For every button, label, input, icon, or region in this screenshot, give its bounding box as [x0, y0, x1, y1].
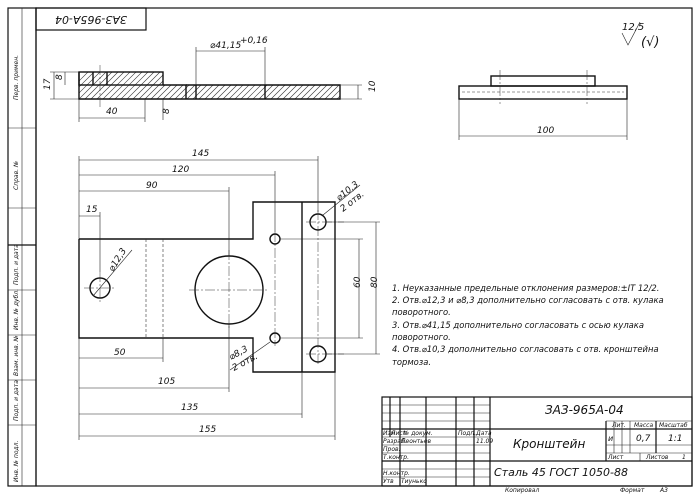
dim-50: 50 [114, 348, 126, 358]
tb-lit: Лит. [611, 422, 626, 429]
dim-60: 60 [353, 276, 363, 288]
tb-masshtab: Масштаб [659, 422, 688, 429]
tb-izm: Изм [383, 430, 396, 437]
technical-notes: 1. Неуказанные предельные отклонения раз… [392, 283, 664, 367]
side-label-6: Подп. и дата [13, 380, 20, 421]
tb-nkontr: Н.контр. [383, 470, 410, 477]
tb-data: Дата [475, 430, 492, 437]
dim-10: 10 [368, 80, 378, 92]
dim-d41-tol: +0,16 [240, 36, 268, 46]
dim-40: 40 [106, 107, 118, 117]
tb-ndoc: № докум. [402, 430, 433, 437]
tb-kopiroval: Копировал [505, 487, 539, 494]
section-view [78, 65, 341, 108]
label-h12: ⌀12,3 [107, 246, 129, 273]
section-hatch-line [329, 72, 340, 99]
section-dimensions: ⌀41,15 +0,16 40 17 8 8 10 [43, 36, 378, 122]
tb-utv: Утв [383, 478, 394, 485]
note-line-3: поворотного. [392, 307, 451, 317]
tb-razrab: Разраб. [383, 438, 407, 445]
tb-utv-name: Тиунько [401, 478, 427, 485]
side-label-5: Взам. инв. № [13, 335, 20, 376]
tb-massa: Масса [634, 422, 653, 429]
section-hatch-line [79, 72, 91, 99]
dim-8: 8 [55, 74, 65, 80]
dim-15: 15 [86, 205, 98, 215]
note-line-4: 3. Отв.⌀41,15 дополнительно согласовать … [392, 320, 644, 330]
dim-80: 80 [370, 276, 380, 288]
plan-view [78, 201, 344, 373]
note-line-6: 4. Отв.⌀10,3 дополнительно согласовать с… [392, 344, 659, 354]
tb-format-val: А3 [659, 487, 668, 494]
dim-17: 17 [43, 78, 53, 90]
roughness-mark: 12,5 (√) [621, 21, 659, 50]
dim-135: 135 [181, 403, 198, 413]
note-line-5: поворотного. [392, 332, 451, 342]
tb-format: Формат [620, 487, 645, 494]
tb-drawing-number: ЗАЗ-965А-04 [545, 403, 624, 417]
tb-razrab-name: Леонтьев [400, 438, 432, 445]
tb-prov: Пров. [383, 446, 401, 453]
roughness-suffix: (√) [641, 35, 659, 50]
side-strip: Перв. примен. Справ. № Подп. и дата Инв.… [7, 7, 37, 487]
dim-8b: 8 [162, 108, 172, 114]
dim-120: 120 [172, 165, 189, 175]
tb-lit-val: и [608, 434, 613, 443]
tb-tkontr: Т.контр. [383, 454, 409, 461]
dim-155: 155 [199, 425, 216, 435]
tb-masshtab-val: 1:1 [668, 434, 682, 444]
title-block: ЗАЗ-965А-04 Кронштейн Сталь 45 ГОСТ 1050… [381, 396, 693, 487]
tb-list-label: Лист [607, 454, 624, 461]
dim-105: 105 [158, 377, 175, 387]
side-label-4: Инв. № дубл. [13, 289, 20, 330]
roughness-value: 12,5 [622, 22, 644, 33]
dim-145: 145 [192, 149, 209, 159]
tb-razrab-date: 11.09 [476, 438, 493, 445]
side-label-7: Инв. № подл. [13, 441, 20, 482]
dim-d41: ⌀41,15 [210, 41, 241, 51]
tb-list: Лист [390, 430, 407, 437]
dim-100: 100 [537, 126, 554, 136]
side-label-1: Перв. примен. [13, 55, 20, 100]
note-line-2: 2. Отв.⌀12,3 и ⌀8,3 дополнительно соглас… [392, 295, 664, 305]
tb-massa-val: 0,7 [636, 434, 651, 444]
side-label-2: Справ. № [13, 161, 20, 190]
dim-90: 90 [146, 181, 158, 191]
side-view: 100 [458, 70, 628, 140]
side-label-3: Подп. и дата [13, 244, 20, 285]
tb-listov: Листов [645, 454, 669, 461]
top-drawing-number: ЗАЗ-965А-04 [55, 13, 127, 26]
note-line-7: тормоза. [392, 357, 431, 367]
tb-part-name: Кронштейн [513, 437, 585, 451]
tb-listov-val: 1 [682, 454, 686, 461]
tb-podp: Подп. [458, 430, 476, 437]
note-line-1: 1. Неуказанные предельные отклонения раз… [392, 283, 659, 293]
tb-material: Сталь 45 ГОСТ 1050-88 [494, 466, 628, 479]
